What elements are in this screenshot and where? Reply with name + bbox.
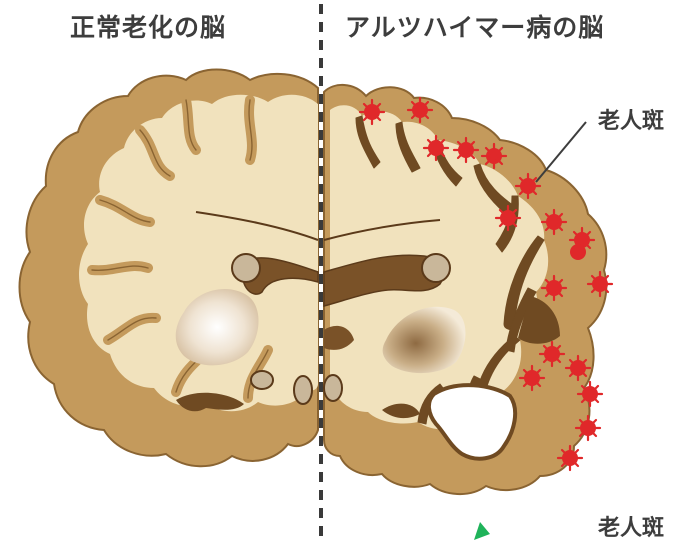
green-arrow xyxy=(474,522,490,540)
plaque-pointer-line xyxy=(536,122,586,182)
senile-plaque-label: 老人斑 xyxy=(598,103,664,135)
ad-caudate xyxy=(422,254,450,282)
senile-plaque-label-bottom: 老人斑 xyxy=(598,510,664,542)
normal-brain-hemisphere xyxy=(20,70,319,467)
plaque-dot xyxy=(570,244,586,260)
normal-caudate xyxy=(232,254,260,282)
